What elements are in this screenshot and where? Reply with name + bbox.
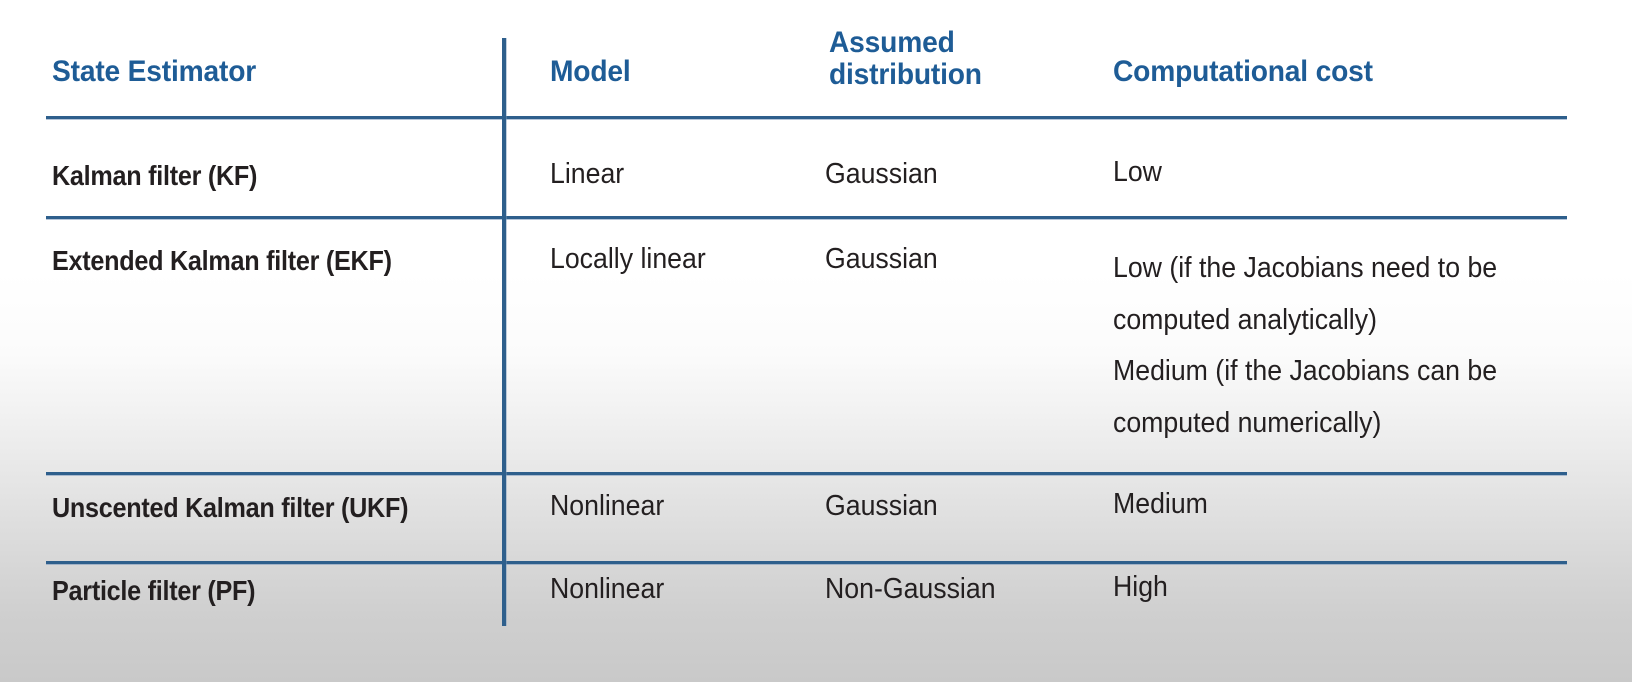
table-row-pf-estimator: Particle filter (PF) [52,575,256,606]
table-row-ukf-model: Nonlinear [550,490,665,522]
header-bottom-rule [46,116,1567,119]
table-row-kf-estimator: Kalman filter (KF) [52,160,258,191]
table-row-ekf-model: Locally linear [550,243,706,275]
table-row-ekf-estimator: Extended Kalman filter (EKF) [52,245,392,276]
column-header-computational-cost: Computational cost [1113,55,1373,88]
row-divider-after-ukf [46,561,1567,564]
column-divider-vertical [502,38,506,626]
table-row-ukf-cost: Medium [1113,488,1208,520]
table-row-kf-model: Linear [550,158,625,190]
table-row-ekf-cost: Low (if the Jacobians need to be compute… [1113,252,1498,439]
table-row-ukf-distribution: Gaussian [825,490,938,522]
column-header-assumed-distribution: Assumed distribution [829,26,982,92]
table-row-pf-distribution: Non-Gaussian [825,573,996,605]
table-row-ekf-distribution: Gaussian [825,243,938,275]
table-row-pf-model: Nonlinear [550,573,665,605]
column-header-model: Model [550,55,631,88]
row-divider-after-kf [46,216,1567,219]
table-row-pf-cost: High [1113,571,1168,603]
column-header-state-estimator: State Estimator [52,55,257,88]
table-row-kf-cost: Low [1113,156,1162,188]
table-row-kf-distribution: Gaussian [825,158,938,190]
row-divider-after-ekf [46,472,1567,475]
table-row-ukf-estimator: Unscented Kalman filter (UKF) [52,492,409,523]
